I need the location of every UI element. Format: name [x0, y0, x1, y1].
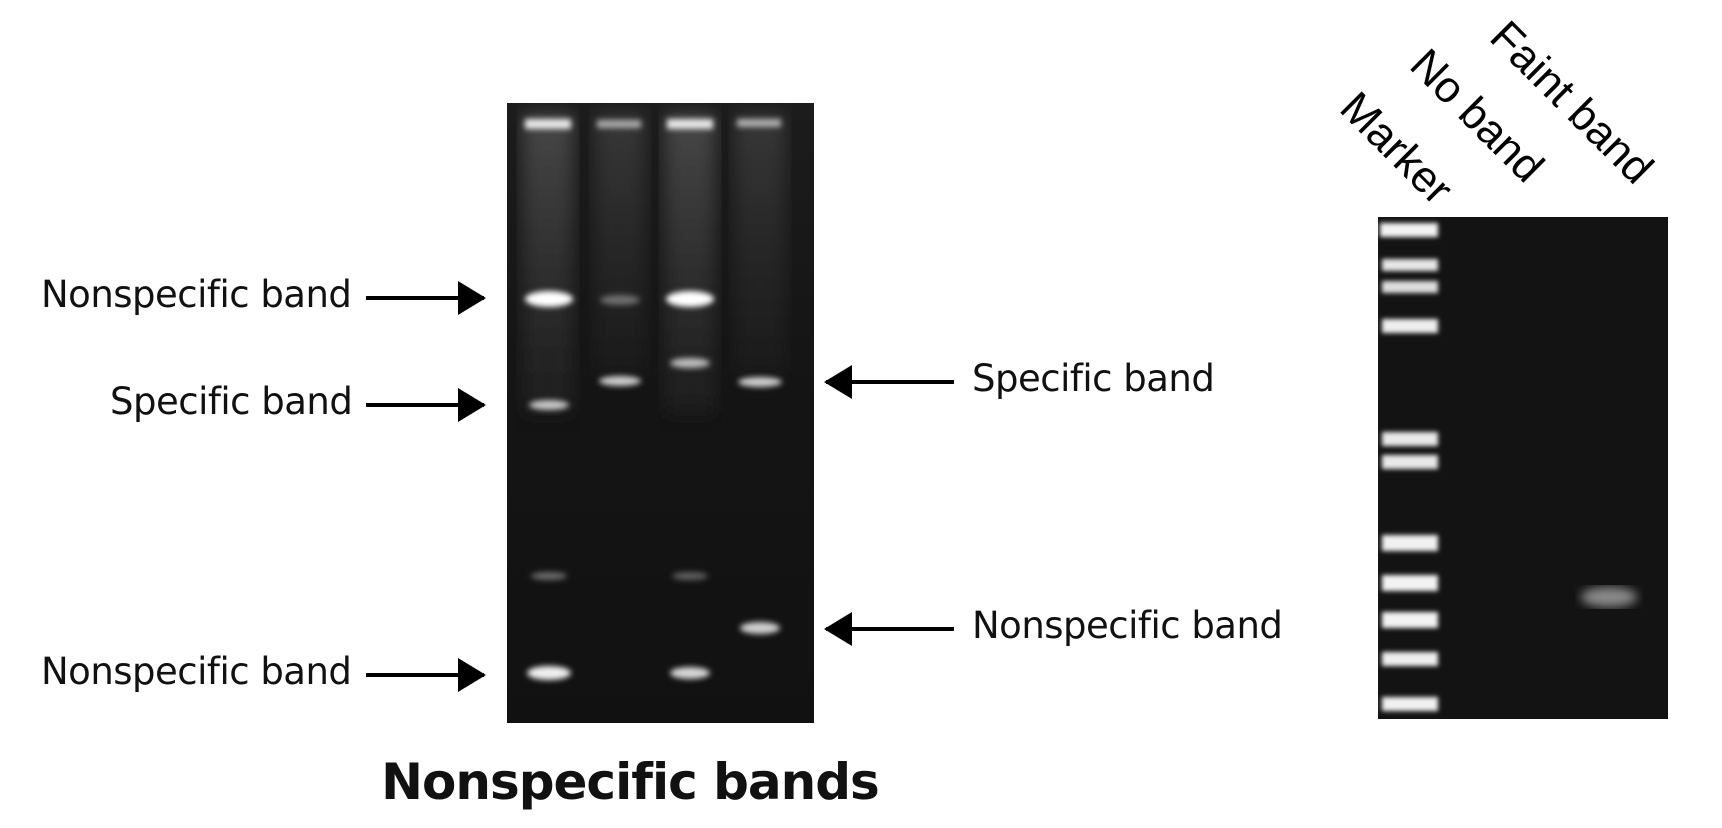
arrow-right-icon — [366, 658, 486, 692]
figure-caption: Nonspecific bands — [381, 753, 880, 811]
lane-1-band-specific — [529, 400, 569, 410]
lane-1-band-lower — [527, 666, 571, 680]
lane-4-band-specific — [738, 377, 782, 387]
marker-lane-band — [1382, 612, 1438, 628]
lane-4-smear — [734, 113, 786, 373]
marker-lane-band — [1382, 319, 1438, 333]
label-specific-band-right: Specific band — [972, 357, 1215, 400]
lane-3-band-lower — [670, 667, 710, 679]
arrow-left-icon — [824, 612, 954, 646]
lane-2-band-specific — [599, 376, 641, 386]
lane-3-band-faint — [672, 572, 708, 580]
label-nonspecific-band-right: Nonspecific band — [972, 604, 1283, 647]
well-3 — [667, 119, 713, 129]
arrow-right-icon — [366, 281, 486, 315]
gel-right-bands — [1380, 223, 1637, 711]
arrow-right-icon — [366, 388, 486, 422]
marker-lane-band — [1382, 259, 1438, 271]
gel-left-bands — [522, 113, 786, 680]
lane-1-band-upper — [525, 291, 573, 307]
arrow-left-icon — [824, 365, 954, 399]
well-4 — [737, 119, 781, 127]
label-nonspecific-band-bottom-left: Nonspecific band — [41, 650, 352, 693]
well-1 — [525, 119, 571, 129]
lane-3-band-upper — [666, 291, 714, 307]
lane-1-band-faint — [531, 572, 567, 580]
lane-3-band-mid — [670, 358, 710, 368]
marker-lane-band — [1382, 535, 1438, 551]
lane-2-smear — [594, 113, 646, 373]
gel-image-left — [507, 103, 814, 723]
gel-image-right — [1378, 217, 1668, 719]
lane-2-band-upper — [600, 295, 640, 305]
marker-lane-band — [1382, 281, 1438, 293]
well-2 — [597, 120, 641, 128]
marker-lane-band — [1382, 455, 1438, 469]
label-nonspecific-band-top-left: Nonspecific band — [41, 273, 352, 316]
lane-4-band-lower — [740, 622, 780, 634]
label-specific-band-left: Specific band — [110, 380, 353, 423]
marker-lane-band — [1380, 223, 1438, 237]
faint-band — [1581, 587, 1637, 607]
marker-lane-band — [1382, 652, 1438, 666]
marker-lane-band — [1382, 575, 1438, 591]
lane-1-smear — [522, 113, 574, 413]
marker-lane-band — [1382, 697, 1438, 711]
marker-lane-band — [1382, 432, 1438, 446]
